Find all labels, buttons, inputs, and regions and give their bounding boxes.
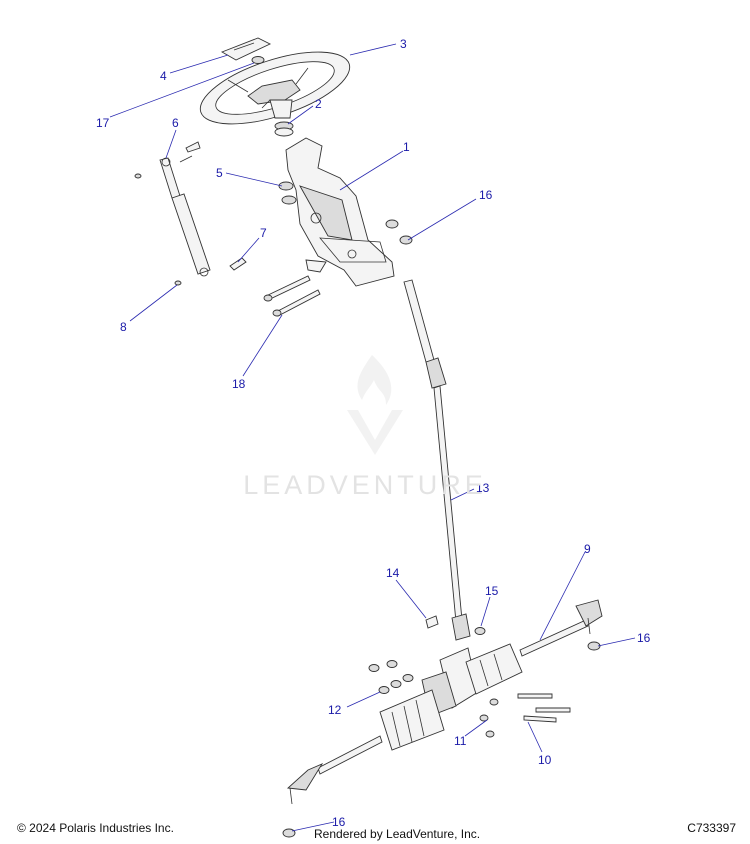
tilt-steering-bracket <box>285 137 395 287</box>
rack-mounting-bolts <box>517 693 571 723</box>
rack-washers <box>479 698 499 738</box>
callout-2: 2 <box>315 97 322 111</box>
callout-18: 18 <box>232 377 246 391</box>
steering-rack-assembly <box>379 643 523 751</box>
callout-7: 7 <box>260 226 267 240</box>
bracket-bolts <box>263 275 321 317</box>
callout-13: 13 <box>476 481 490 495</box>
strut-hardware <box>134 141 201 179</box>
shaft-pinch-bolt <box>425 615 439 629</box>
tilt-gas-strut <box>159 157 211 277</box>
steering-wheel-cap <box>220 37 272 61</box>
tie-rod-nut-left <box>282 828 296 838</box>
copyright-text: © 2024 Polaris Industries Inc. <box>17 821 174 835</box>
callout-3: 3 <box>400 37 407 51</box>
callout-12: 12 <box>328 703 342 717</box>
rack-mounting-nuts <box>368 660 414 694</box>
tie-rod-right <box>519 599 603 657</box>
callout-15: 15 <box>485 584 499 598</box>
intermediate-steering-shaft <box>403 279 471 641</box>
strut-screw <box>229 257 247 271</box>
callout-14: 14 <box>386 566 400 580</box>
callout-16-right: 16 <box>637 631 651 645</box>
pivot-bushings <box>278 181 297 205</box>
shaft-pinch-nut <box>474 627 486 635</box>
callout-5: 5 <box>216 166 223 180</box>
callout-6: 6 <box>172 116 179 130</box>
callout-10: 10 <box>538 753 552 767</box>
callout-4: 4 <box>160 69 167 83</box>
steering-wheel-nut <box>251 56 265 64</box>
leadventure-logo-watermark <box>347 355 403 455</box>
diagram-code: C733397 <box>687 821 736 835</box>
watermark-text: LEADVENTURE <box>243 470 487 500</box>
callout-8: 8 <box>120 320 127 334</box>
leader-lines <box>109 43 636 832</box>
callout-17: 17 <box>96 116 110 130</box>
column-bushing <box>274 121 294 137</box>
callout-9: 9 <box>584 542 591 556</box>
strut-nut <box>174 280 182 286</box>
tie-rod-left <box>286 735 383 805</box>
callout-16-upper: 16 <box>479 188 493 202</box>
callout-labels: 1 2 3 4 5 6 7 8 9 10 11 12 13 14 15 16 1… <box>96 37 651 829</box>
steering-wheel <box>199 51 351 125</box>
callout-1: 1 <box>403 140 410 154</box>
callout-11: 11 <box>454 734 467 748</box>
flange-nuts-upper <box>385 219 413 245</box>
tie-rod-nut-right <box>587 641 601 651</box>
rendered-by-text: Rendered by LeadVenture, Inc. <box>314 827 481 841</box>
callout-16-bottom: 16 <box>332 815 346 829</box>
